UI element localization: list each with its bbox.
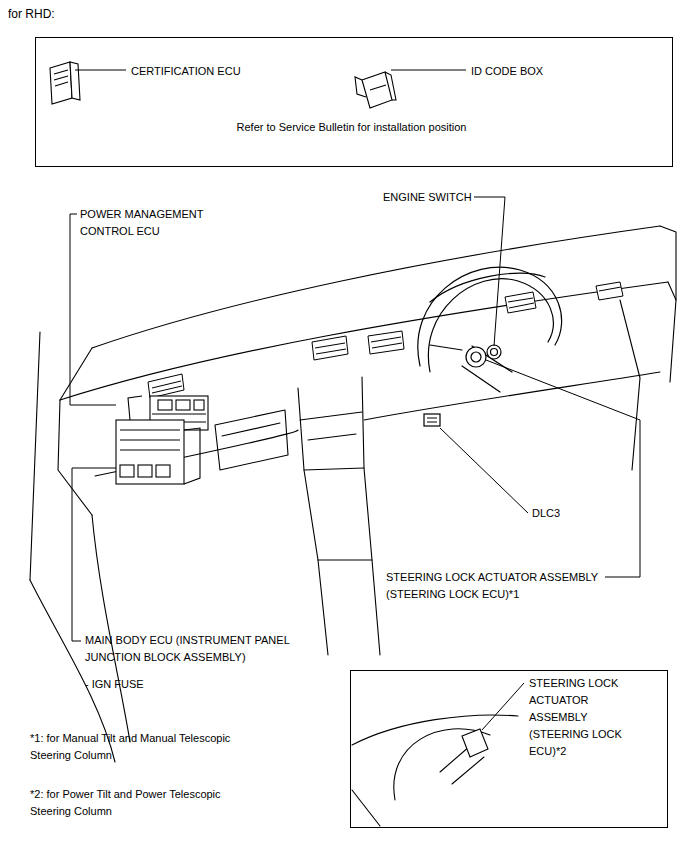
junction-block-ecu <box>116 396 208 484</box>
air-vents <box>148 282 623 398</box>
junction-block-ecu <box>120 465 134 477</box>
junction-block-ecu <box>194 400 204 410</box>
air-vents <box>371 337 402 348</box>
dlc3-connector <box>424 414 440 426</box>
id-code-box-icon <box>355 77 366 97</box>
leader-lines <box>391 70 466 71</box>
dashboard-outline <box>222 423 280 436</box>
steering-wheel <box>428 279 553 372</box>
dashboard-outline <box>298 388 328 655</box>
air-vents <box>315 343 346 354</box>
leader-lines <box>70 214 116 405</box>
certification-ecu-icon <box>50 62 72 104</box>
part-label: ENGINE SWITCH <box>383 189 472 206</box>
installation-note-box: CERTIFICATION ECU ID CODE BOX Refer to Ser… <box>35 37 673 167</box>
steering-lock-and-engine-switch <box>471 352 481 362</box>
dashboard-outline <box>58 400 92 515</box>
inset-box: STEERING LOCK ACTUATOR ASSEMBLY (STEERIN… <box>350 670 668 828</box>
inset-illustration <box>394 729 490 800</box>
dashboard-outline <box>30 332 40 580</box>
part-label: DLC3 <box>532 505 560 522</box>
inset-illustration <box>462 729 488 757</box>
junction-block-ecu <box>156 465 170 477</box>
steering-wheel <box>430 345 462 350</box>
steering-lock-and-engine-switch <box>466 347 486 367</box>
dashboard-outline <box>362 377 380 655</box>
dashboard-outline <box>60 282 668 400</box>
dashboard-outline <box>30 226 676 762</box>
leader-lines <box>75 70 126 71</box>
part-name: ID CODE BOX <box>471 63 543 80</box>
dlc3-connector <box>424 414 440 426</box>
id-code-box-icon <box>370 85 386 90</box>
dashboard-outline <box>668 282 676 382</box>
dashboard-outline <box>92 515 130 742</box>
air-vents <box>148 374 184 398</box>
part-name: Refer to Service Bulletin for installati… <box>36 119 667 136</box>
steering-lock-and-engine-switch <box>487 345 501 359</box>
air-vents <box>508 298 534 308</box>
steering-lock-and-engine-switch <box>491 349 498 356</box>
air-vents <box>368 331 404 354</box>
id-code-box-icon <box>362 72 392 108</box>
leader-lines <box>70 70 640 730</box>
part-label: POWER MANAGEMENT CONTROL ECU <box>80 206 230 240</box>
id-code-box-icon <box>355 72 396 108</box>
steering-wheel <box>430 273 545 302</box>
air-vents <box>312 336 348 360</box>
air-vents <box>152 381 182 393</box>
footnote: *1: for Manual Tilt and Manual Telescopi… <box>30 730 255 764</box>
dashboard-outline <box>92 226 660 348</box>
air-vents <box>599 287 621 291</box>
part-label: MAIN BODY ECU (INSTRUMENT PANEL JUNCTION… <box>85 632 315 666</box>
dashboard-outline <box>660 226 676 300</box>
air-vents <box>596 282 623 300</box>
leader-lines <box>440 428 528 513</box>
leader-lines <box>474 197 505 346</box>
certification-ecu-icon <box>54 70 68 86</box>
part-name: CERTIFICATION ECU <box>131 63 241 80</box>
footnote: *2: for Power Tilt and Power Telescopic … <box>30 786 255 820</box>
junction-block-ecu <box>138 465 152 477</box>
id-code-box-icon <box>385 72 396 100</box>
page-heading: for RHD: <box>8 6 55 23</box>
certification-ecu-icon <box>50 62 80 104</box>
leader-lines <box>72 468 116 641</box>
inset-illustration <box>352 715 518 826</box>
dashboard-outline <box>300 412 362 420</box>
junction-block-ecu <box>184 428 200 484</box>
inset-illustration <box>352 715 518 745</box>
dlc3-connector <box>427 418 437 422</box>
steering-wheel <box>418 267 562 392</box>
certification-ecu-icon <box>70 62 80 100</box>
leader-lines <box>482 683 524 730</box>
junction-block-ecu <box>116 420 184 484</box>
dashboard-outline <box>60 348 92 400</box>
part-label: STEERING LOCK ACTUATOR ASSEMBLY (STEERIN… <box>386 569 636 603</box>
dashboard-outline <box>620 300 640 470</box>
junction-block-ecu <box>158 400 172 410</box>
part-label: - IGN FUSE <box>85 676 144 693</box>
leader-lines <box>486 360 640 577</box>
dashboard-outline <box>304 468 364 470</box>
junction-block-ecu <box>176 400 190 410</box>
part-name: STEERING LOCK ACTUATOR ASSEMBLY (STEERIN… <box>529 675 637 760</box>
dashboard-outline <box>308 434 356 440</box>
dashboard-outline <box>318 559 372 560</box>
air-vents <box>505 292 536 313</box>
junction-block-ecu <box>120 430 180 450</box>
junction-block-ecu <box>128 396 142 420</box>
inset-illustration <box>352 790 380 826</box>
steering-wheel <box>462 346 512 392</box>
dashboard-outline <box>364 372 660 420</box>
dashboard-outline <box>215 410 288 470</box>
